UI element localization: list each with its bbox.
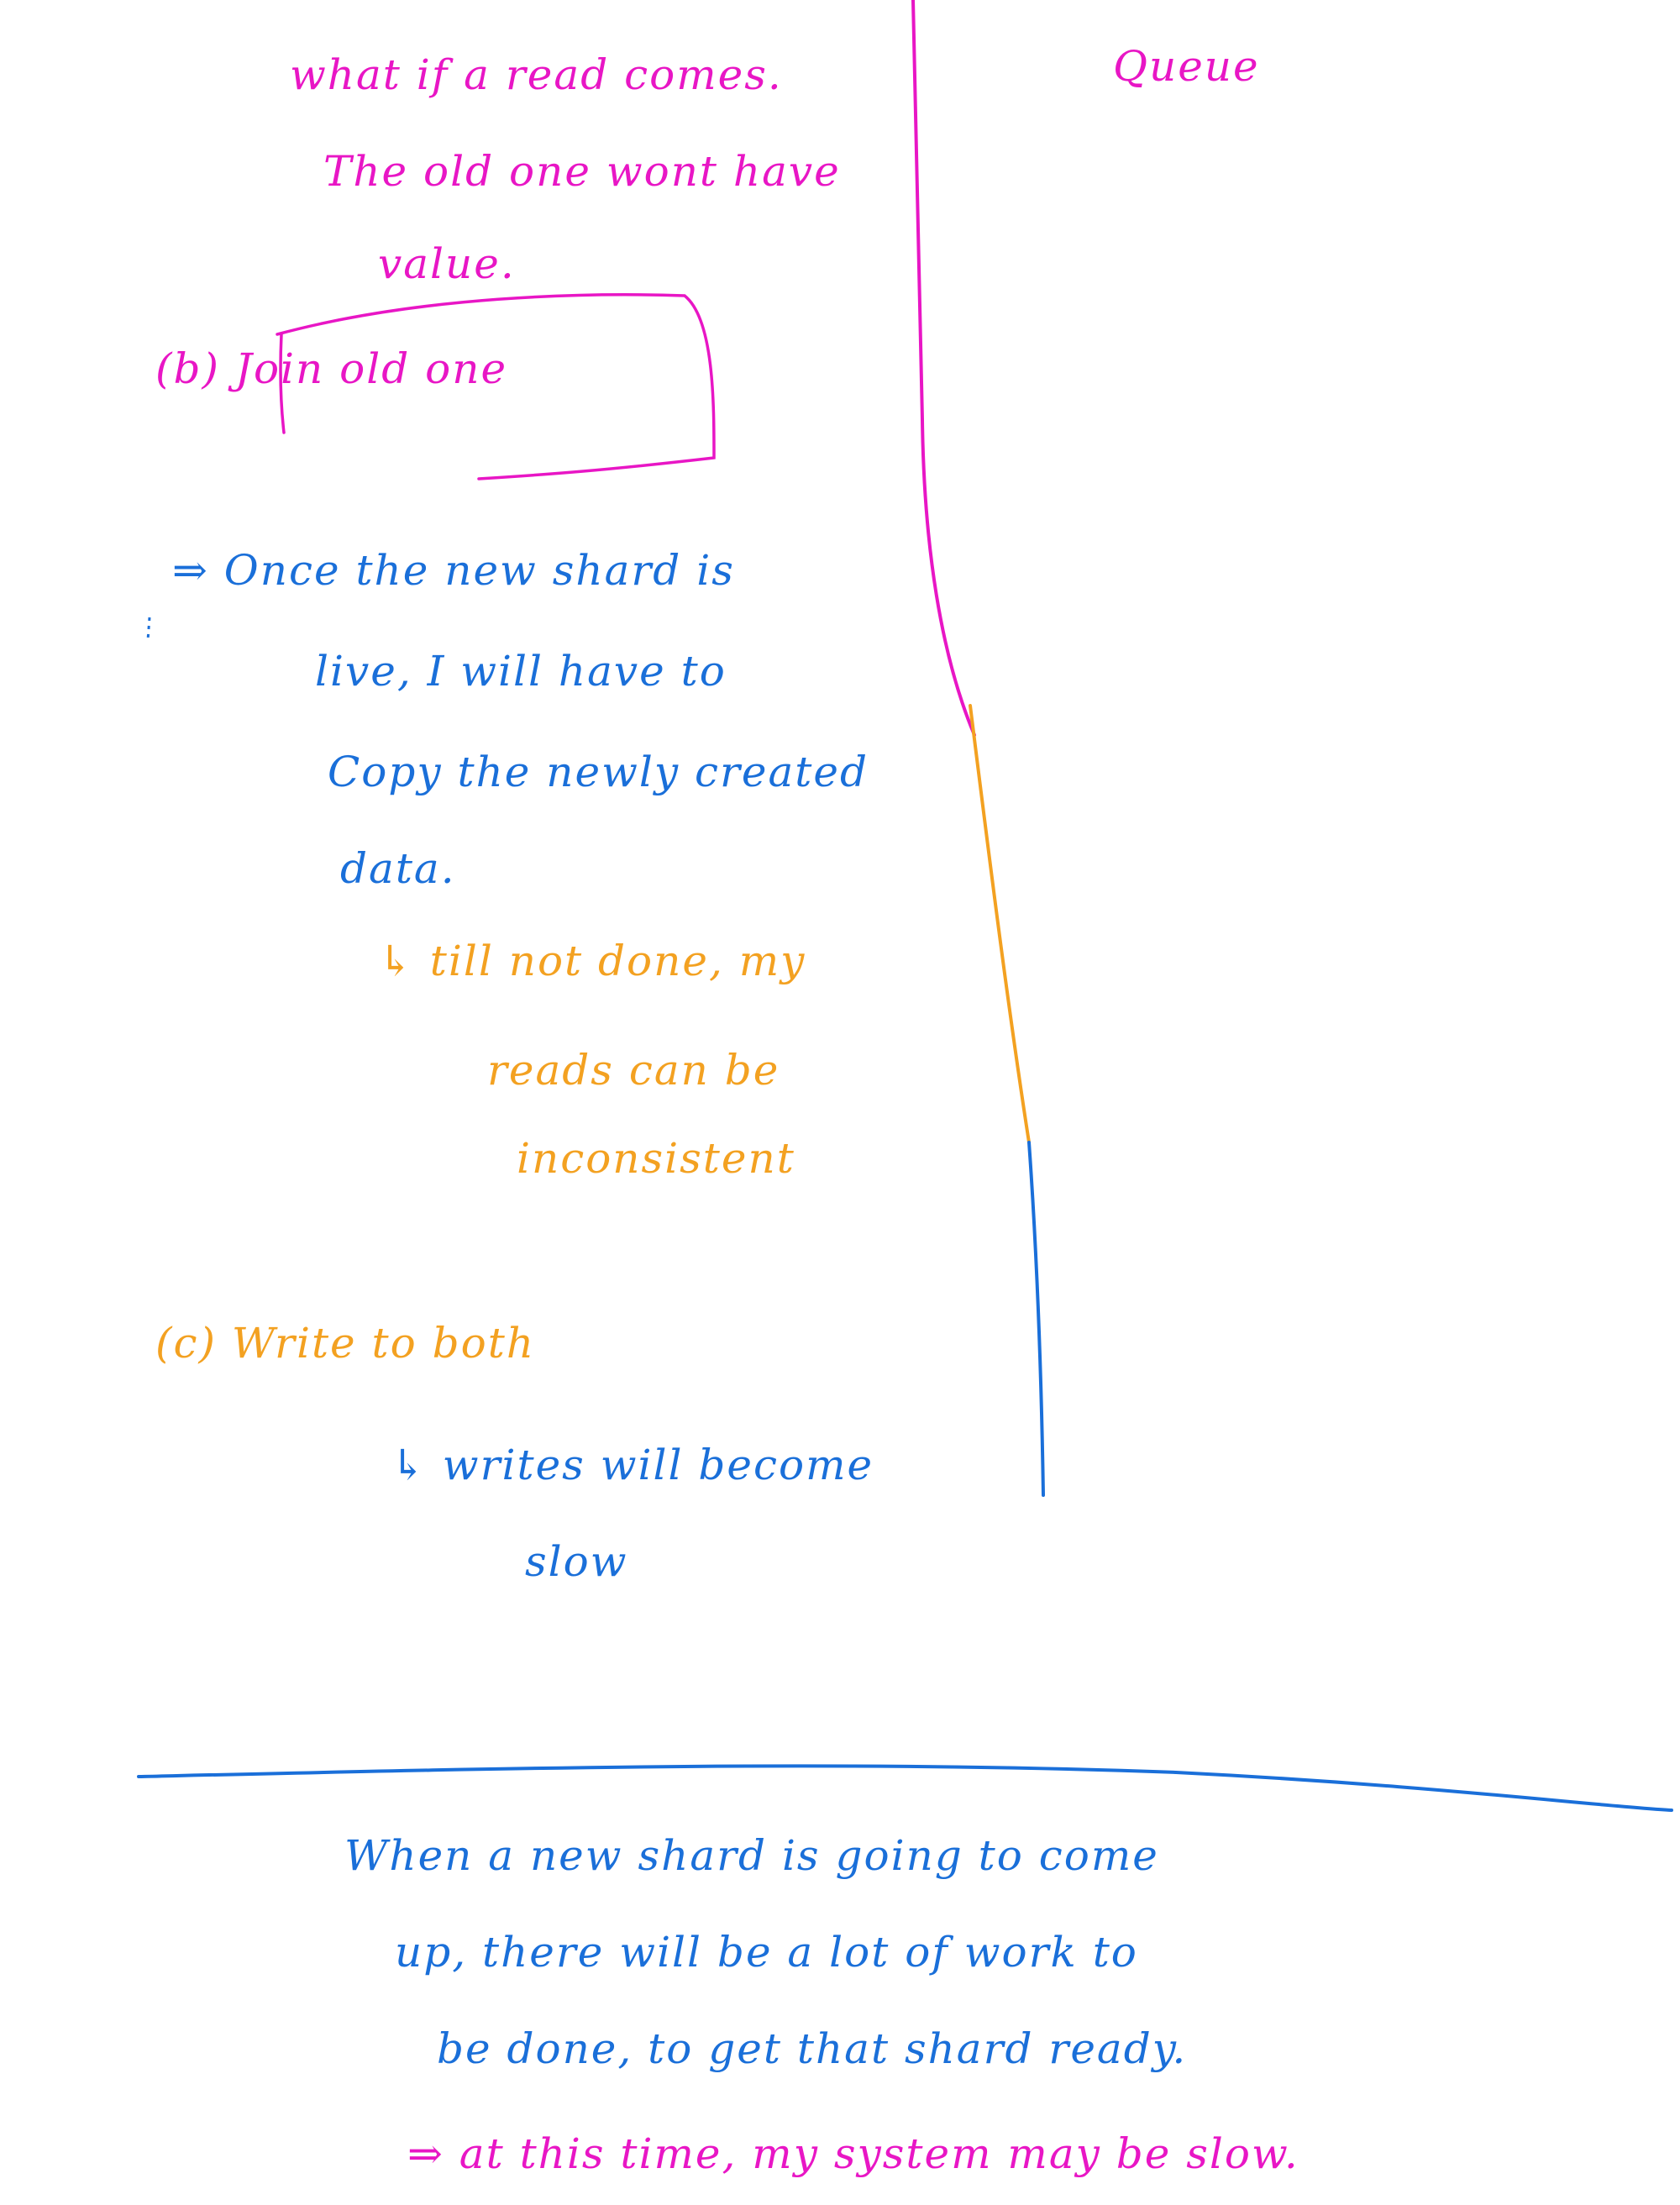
note-line: live, I will have to <box>315 647 727 696</box>
conclusion-line: ⇒ at this time, my system may be slow. <box>407 2129 1299 2178</box>
note-line: Copy the newly created <box>328 748 869 796</box>
section-separator <box>137 1764 1673 1812</box>
note-line: up, there will be a lot of work to <box>395 1928 1138 1977</box>
stray-mark <box>146 617 151 641</box>
note-line: ↳ till not done, my <box>378 937 806 985</box>
note-line: slow <box>525 1537 628 1586</box>
note-line: The old one wont have <box>323 147 841 196</box>
note-line: inconsistent <box>517 1134 795 1183</box>
option-b-box <box>276 293 716 480</box>
note-line: value. <box>378 239 516 288</box>
option-c-heading: (c) Write to both <box>155 1319 536 1368</box>
note-line: data. <box>340 844 456 893</box>
note-line: Queue <box>1113 42 1260 91</box>
note-line: what if a read comes. <box>290 50 783 99</box>
divider-stroke-blue <box>1027 1141 1045 1497</box>
note-line: reads can be <box>487 1046 780 1095</box>
divider-stroke-orange <box>969 704 1031 1144</box>
note-line: ↳ writes will become <box>391 1441 874 1489</box>
note-line: ⇒ Once the new shard is <box>172 546 735 595</box>
note-line: When a new shard is going to come <box>344 1831 1159 1880</box>
divider-stroke-pink <box>911 0 976 737</box>
note-line: be done, to get that shard ready. <box>437 2024 1188 2073</box>
boxed-option-b: (b) Join old one <box>155 344 508 393</box>
